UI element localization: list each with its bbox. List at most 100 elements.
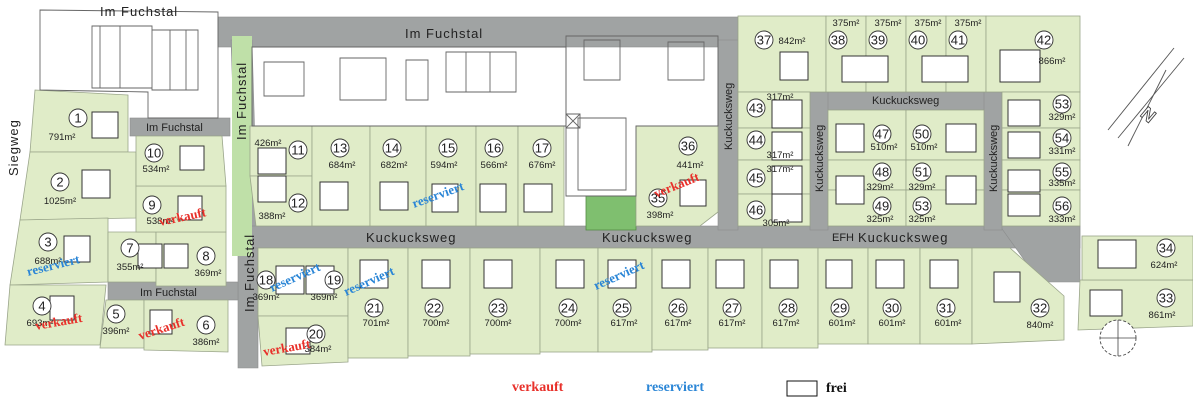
lot-number-51[interactable]: 51: [915, 165, 929, 180]
lot-number-44[interactable]: 44: [749, 133, 763, 148]
lot-number-7[interactable]: 7: [126, 241, 133, 256]
existing-block-north: [251, 46, 567, 127]
lot-number-15[interactable]: 15: [441, 141, 455, 156]
legend-reserved-label: reserviert: [646, 380, 704, 395]
lot-area-13: 684m²: [329, 160, 356, 171]
lot-number-30[interactable]: 30: [885, 301, 899, 316]
lot-number-40[interactable]: 40: [911, 33, 925, 48]
lot-number-circle: [68, 108, 88, 128]
lot-number-13[interactable]: 13: [333, 141, 347, 156]
lot-number-circle: [678, 136, 698, 156]
lot-number-16[interactable]: 16: [487, 141, 501, 156]
lot-number-24[interactable]: 24: [561, 301, 575, 316]
lot-number-19[interactable]: 19: [327, 273, 341, 288]
legend-sold-label: verkauft: [512, 380, 564, 395]
north-arrow: N: [1107, 47, 1185, 147]
lot-number-55[interactable]: 55: [1055, 165, 1069, 180]
street-label-im-fuchstal-top: Im Fuchstal: [100, 4, 178, 19]
lot-number-41[interactable]: 41: [951, 33, 965, 48]
lot-number-37[interactable]: 37: [757, 33, 771, 48]
lot-area-9: 538m²: [147, 216, 174, 227]
lot-number-6[interactable]: 6: [202, 318, 209, 333]
lot-area-10: 534m²: [143, 164, 170, 175]
lot-number-circle: [1034, 30, 1054, 50]
lot-number-48[interactable]: 48: [875, 165, 889, 180]
lot-number-54[interactable]: 54: [1055, 131, 1069, 146]
existing-houses-center: [565, 39, 705, 191]
lot-number-42[interactable]: 42: [1037, 33, 1051, 48]
lot-number-10[interactable]: 10: [147, 146, 161, 161]
lot-number-23[interactable]: 23: [491, 301, 505, 316]
lot-number-38[interactable]: 38: [831, 33, 845, 48]
lot-number-31[interactable]: 31: [939, 301, 953, 316]
street-label-im-fuchstal-spur1: Im Fuchstal: [146, 122, 203, 134]
lot-number-2[interactable]: 2: [56, 175, 63, 190]
lot-area-1: 791m²: [49, 132, 76, 143]
street-label-im-fuchstal-vertical: Im Fuchstal: [234, 62, 249, 140]
lot-area-29: 601m²: [829, 318, 856, 329]
lot-number-39[interactable]: 39: [871, 33, 885, 48]
lot-number-21[interactable]: 21: [367, 301, 381, 316]
lot-number-43[interactable]: 43: [749, 101, 763, 116]
legend-free-swatch: [786, 380, 818, 397]
lot-number-5[interactable]: 5: [112, 307, 119, 322]
lot-number-49[interactable]: 49: [875, 199, 889, 214]
lot-number-circle: [912, 124, 932, 144]
lot-number-circle: [1156, 288, 1176, 308]
lot-area-27: 617m²: [719, 318, 746, 329]
lot-number-circle: [306, 324, 326, 344]
lot-number-56[interactable]: 56: [1055, 199, 1069, 214]
lot-number-53[interactable]: 53: [1055, 97, 1069, 112]
lot-number-8[interactable]: 8: [202, 249, 209, 264]
lot-number-9[interactable]: 9: [148, 198, 155, 213]
lot-number-12[interactable]: 12: [291, 196, 305, 211]
lot-number-53[interactable]: 53: [915, 199, 929, 214]
lot-area-53: 325m²: [909, 214, 936, 225]
lot-area-36: 441m²: [677, 160, 704, 171]
lot-number-29[interactable]: 29: [833, 301, 847, 316]
lot-area-15: 594m²: [431, 160, 458, 171]
lot-number-35[interactable]: 35: [651, 191, 665, 206]
lot-number-50[interactable]: 50: [915, 127, 929, 142]
lot-number-circle: [364, 298, 384, 318]
lot-number-22[interactable]: 22: [427, 301, 441, 316]
existing-block-nw: [39, 9, 219, 119]
lot-number-3[interactable]: 3: [44, 235, 51, 250]
lot-number-11[interactable]: 11: [291, 143, 305, 158]
lot-number-46[interactable]: 46: [749, 203, 763, 218]
lot-area-3: 688m²: [35, 256, 62, 267]
road-im-fuchstal-top: [217, 16, 739, 48]
lot-number-circle: [1052, 162, 1072, 182]
lot-number-circle: [1030, 298, 1050, 318]
lot-number-4[interactable]: 4: [38, 299, 45, 314]
lot-number-circle: [746, 168, 766, 188]
street-label-kuckucksweg-2: Kuckucksweg: [602, 230, 692, 245]
lot-number-circle: [382, 138, 402, 158]
lot-number-27[interactable]: 27: [725, 301, 739, 316]
lot-area-8: 369m²: [195, 268, 222, 279]
lot-area-2: 1025m²: [44, 196, 76, 207]
lot-number-25[interactable]: 25: [615, 301, 629, 316]
lot-number-circle: [830, 298, 850, 318]
lot-number-circle: [558, 298, 578, 318]
lot-number-45[interactable]: 45: [749, 171, 763, 186]
lot-number-1[interactable]: 1: [74, 111, 81, 126]
lot-number-17[interactable]: 17: [535, 141, 549, 156]
lot-number-26[interactable]: 26: [671, 301, 685, 316]
lot-number-circle: [936, 298, 956, 318]
lot-number-circle: [196, 315, 216, 335]
lot-number-circle: [144, 143, 164, 163]
lot-number-circle: [778, 298, 798, 318]
lot-number-18[interactable]: 18: [259, 273, 273, 288]
lot-number-32[interactable]: 32: [1033, 301, 1047, 316]
lot-number-34[interactable]: 34: [1159, 241, 1173, 256]
lot-number-20[interactable]: 20: [309, 327, 323, 342]
lot-number-47[interactable]: 47: [875, 127, 889, 142]
lot-number-36[interactable]: 36: [681, 139, 695, 154]
lot-number-14[interactable]: 14: [385, 141, 399, 156]
lot-number-33[interactable]: 33: [1159, 291, 1173, 306]
lot-area-50: 510m²: [911, 142, 938, 153]
lot-number-28[interactable]: 28: [781, 301, 795, 316]
lot-area-38: 375m²: [833, 18, 860, 29]
